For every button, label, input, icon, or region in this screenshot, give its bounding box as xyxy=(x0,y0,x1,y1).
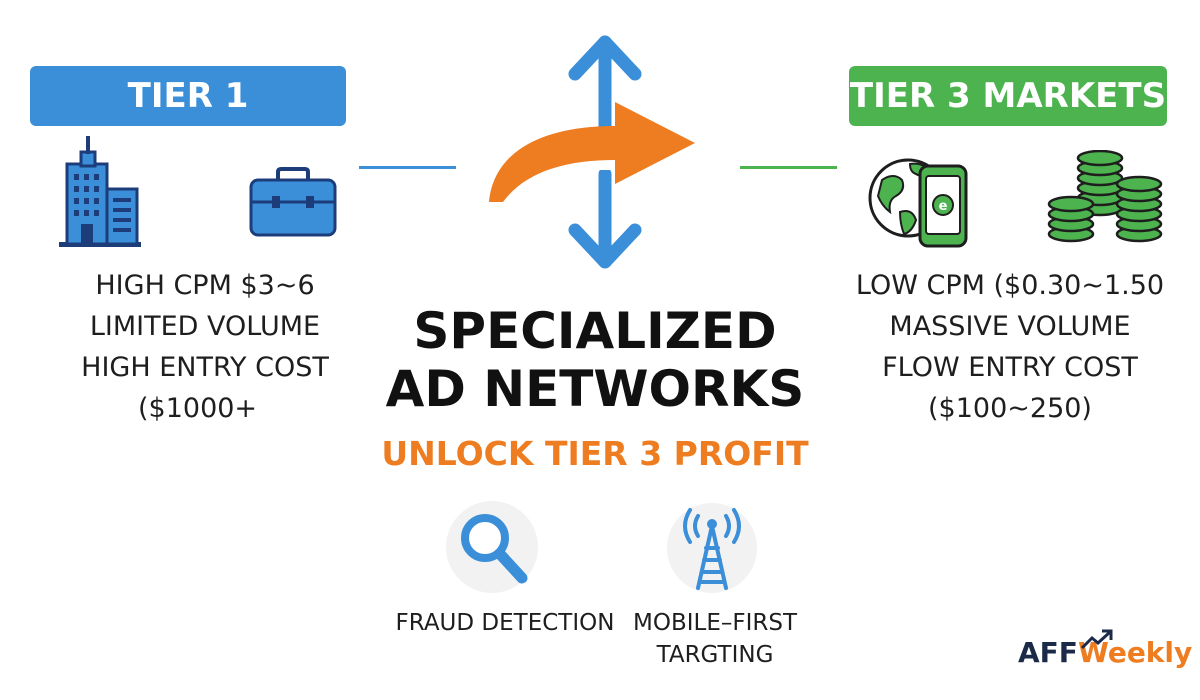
briefcase-icon xyxy=(249,167,337,237)
logo-part-aff: AFF xyxy=(1018,636,1078,669)
tier3-stats: LOW CPM ($0.30~1.50 MASSIVE VOLUME FLOW … xyxy=(840,265,1180,429)
tier3-stat-line: FLOW ENTRY COST xyxy=(882,352,1138,383)
tier1-stat-line: LIMITED VOLUME xyxy=(89,311,321,342)
svg-text:e: e xyxy=(939,199,948,214)
tier3-stat-line: ($100~250) xyxy=(928,393,1092,424)
tier3-stat-line: LOW CPM ($0.30~1.50 xyxy=(855,270,1165,301)
tier1-badge: TIER 1 MARKETS xyxy=(30,66,346,176)
feature-label-line: FRAUD DETECTION xyxy=(395,610,615,636)
down-arrow-icon xyxy=(568,170,642,269)
tier1-stat-line: HIGH ENTRY COST xyxy=(81,352,329,383)
tier3-stat-line: MASSIVE VOLUME xyxy=(889,311,1131,342)
feature-mobile-first: MOBILE–FIRST TARGTING xyxy=(615,607,815,671)
up-arrow-icon xyxy=(568,35,642,144)
feature-fraud-detection: FRAUD DETECTION xyxy=(395,607,615,639)
signal-tower-icon xyxy=(667,503,757,593)
feature-label-line: TARGTING xyxy=(656,642,774,668)
left-connector-line xyxy=(359,166,456,169)
tier1-stats: HIGH CPM $3~6 LIMITED VOLUME HIGH ENTRY … xyxy=(40,265,370,429)
main-title-line2: AD NETWORKS xyxy=(385,360,805,418)
magnifier-icon xyxy=(446,501,538,593)
feature-label-line: MOBILE–FIRST xyxy=(633,610,797,636)
curved-right-arrow-icon xyxy=(489,102,695,202)
right-connector-line xyxy=(740,166,837,169)
subtitle: UNLOCK TIER 3 PROFIT xyxy=(381,434,809,473)
tier1-stat-line: ($1000+ xyxy=(138,393,258,424)
tier1-stat-line: HIGH CPM $3~6 xyxy=(95,270,315,301)
main-title-line1: SPECIALIZED xyxy=(413,302,777,360)
office-building-icon xyxy=(59,136,141,247)
globe-phone-icon: e xyxy=(868,158,968,248)
tier3-badge: TIER 3 MARKETS xyxy=(849,66,1167,126)
trend-arrow-icon xyxy=(1080,629,1113,650)
coin-stacks-icon xyxy=(1047,150,1163,243)
